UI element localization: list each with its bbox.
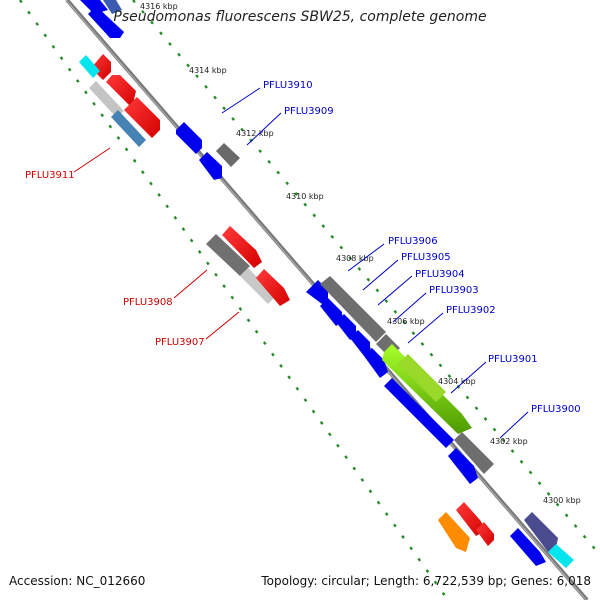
gene-feature[interactable]: [524, 512, 558, 552]
kbp-label: 4312 kbp: [236, 129, 274, 138]
gene-feature[interactable]: [548, 544, 574, 568]
gene-feature[interactable]: [176, 122, 202, 154]
kbp-label: 4314 kbp: [189, 66, 227, 75]
gene-feature[interactable]: [216, 143, 240, 167]
leader-line: [392, 292, 427, 323]
kbp-label: 4310 kbp: [286, 192, 324, 201]
gene-feature[interactable]: [454, 432, 494, 474]
gene-feature[interactable]: [199, 152, 222, 180]
leader-line: [221, 87, 261, 114]
gene-label[interactable]: PFLU3911: [25, 170, 75, 181]
genome-summary-text: Topology: circular; Length: 6,722,539 bp…: [261, 574, 591, 588]
kbp-label: 4300 kbp: [543, 496, 581, 505]
gene-feature[interactable]: [124, 97, 160, 138]
gene-feature[interactable]: [364, 348, 388, 378]
gene-label[interactable]: PFLU3908: [123, 297, 173, 308]
gene-label[interactable]: PFLU3904: [415, 269, 465, 280]
gene-feature[interactable]: [320, 276, 386, 342]
leader-line: [347, 243, 385, 272]
feature-group-lower: [306, 276, 574, 568]
gene-label[interactable]: PFLU3900: [531, 404, 581, 415]
gene-label[interactable]: PFLU3905: [401, 252, 451, 263]
ruler-track-outer: [132, 0, 600, 556]
kbp-label: 4302 kbp: [490, 437, 528, 446]
gene-feature[interactable]: [350, 330, 370, 356]
gene-feature[interactable]: [240, 268, 276, 304]
gene-labels: PFLU3910 PFLU3909 PFLU3906 PFLU3905 PFLU…: [25, 80, 581, 415]
gene-feature[interactable]: [398, 354, 446, 402]
gene-feature[interactable]: [206, 234, 250, 276]
leader-line: [205, 311, 240, 340]
leader-line: [377, 275, 413, 306]
gene-feature[interactable]: [320, 298, 342, 326]
kbp-label: 4304 kbp: [438, 377, 476, 386]
leader-line: [73, 147, 111, 173]
gene-label[interactable]: PFLU3909: [284, 106, 334, 117]
gene-feature[interactable]: [438, 512, 470, 552]
gene-feature[interactable]: [89, 81, 124, 118]
gene-feature[interactable]: [476, 522, 494, 546]
gene-label[interactable]: PFLU3901: [488, 354, 538, 365]
leader-line: [499, 411, 529, 439]
gene-feature[interactable]: [79, 55, 100, 78]
map-title: Pseudomonas fluorescens SBW25, complete …: [113, 9, 487, 25]
gene-feature[interactable]: [80, 0, 108, 14]
gene-feature[interactable]: [256, 269, 290, 306]
leader-line: [246, 112, 282, 146]
leader-line: [407, 312, 444, 344]
gene-label-leaders: [73, 87, 529, 439]
gene-label[interactable]: PFLU3907: [155, 337, 205, 348]
leader-line: [173, 269, 208, 299]
gene-feature[interactable]: [88, 6, 124, 38]
kbp-label: 4316 kbp: [140, 2, 178, 11]
kbp-label: 4306 kbp: [387, 317, 425, 326]
gene-feature[interactable]: [384, 378, 454, 448]
gene-label[interactable]: PFLU3906: [388, 236, 438, 247]
kbp-labels: 4316 kbp 4314 kbp 4312 kbp 4310 kbp 4308…: [140, 2, 581, 505]
gene-feature[interactable]: [222, 226, 262, 268]
gene-feature[interactable]: [91, 54, 111, 80]
gene-feature[interactable]: [106, 75, 136, 108]
gene-label[interactable]: PFLU3903: [429, 285, 479, 296]
accession-text: Accession: NC_012660: [9, 574, 146, 588]
leader-line: [450, 361, 487, 394]
gene-feature[interactable]: [111, 110, 146, 147]
gene-feature[interactable]: [103, 0, 122, 14]
gene-label[interactable]: PFLU3902: [446, 305, 496, 316]
gene-feature[interactable]: [336, 314, 356, 340]
kbp-label: 4308 kbp: [336, 254, 374, 263]
gene-feature[interactable]: [510, 528, 546, 566]
gene-feature[interactable]: [448, 448, 478, 484]
feature-group-middle: [206, 226, 290, 306]
feature-group-top: [79, 0, 240, 180]
leader-line: [362, 259, 399, 291]
gene-label[interactable]: PFLU3910: [263, 80, 313, 91]
